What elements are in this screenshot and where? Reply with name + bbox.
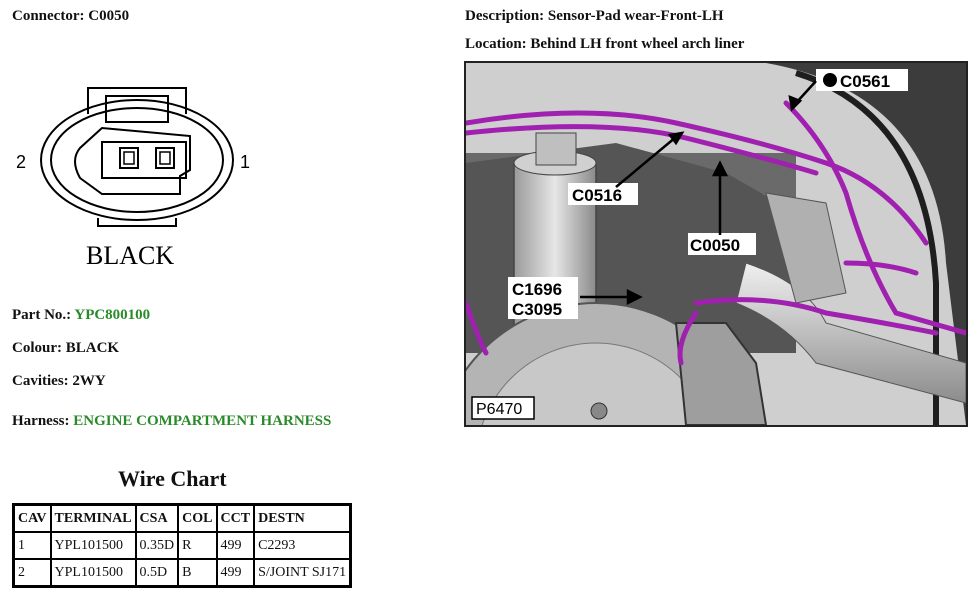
header-csa: CSA	[134, 503, 180, 533]
part-no: Part No.: YPC800100	[12, 307, 150, 324]
cell-terminal: YPL101500	[49, 558, 137, 588]
cavities-label: Cavities: 2WY	[12, 373, 106, 389]
table-row: 1 YPL101500 0.35D R 499 C2293	[12, 531, 352, 560]
table-row: 2 YPL101500 0.5D B 499 S/JOINT SJ171	[12, 558, 352, 588]
cell-cct: 499	[215, 531, 256, 560]
header-terminal: TERMINAL	[49, 503, 137, 533]
tag-c0561: C0561	[840, 72, 890, 91]
cell-cav: 1	[12, 531, 52, 560]
cell-csa: 0.35D	[134, 531, 180, 560]
tag-c0050: C0050	[690, 236, 740, 255]
header-cav: CAV	[12, 503, 52, 533]
header-destn: DESTN	[253, 503, 352, 533]
location-label: Location: Behind LH front wheel arch lin…	[465, 36, 745, 52]
tag-c0516: C0516	[572, 186, 622, 205]
harness: Harness: ENGINE COMPARTMENT HARNESS	[12, 413, 331, 430]
cell-col: R	[177, 531, 218, 560]
header-col: COL	[177, 503, 218, 533]
harness-label: Harness:	[12, 413, 70, 429]
part-no-value: YPC800100	[74, 307, 151, 323]
cell-destn: S/JOINT SJ171	[253, 558, 352, 588]
cell-cav: 2	[12, 558, 52, 588]
colour-label: Colour: BLACK	[12, 340, 120, 356]
diagram-color-text: BLACK	[86, 241, 174, 270]
cell-cct: 499	[215, 558, 256, 588]
tag-c3095: C3095	[512, 300, 562, 319]
wire-chart-table: CAV TERMINAL CSA COL CCT DESTN 1 YPL1015…	[12, 503, 353, 588]
photo-ref-number: P6470	[476, 401, 522, 418]
connector-diagram: 2 1 BLACK	[16, 87, 250, 270]
cell-csa: 0.5D	[134, 558, 180, 588]
pin-label-1: 1	[240, 152, 250, 172]
header-cct: CCT	[215, 503, 256, 533]
tag-c1696: C1696	[512, 280, 562, 299]
cell-col: B	[177, 558, 218, 588]
location-photo: C0561 C0516 C0050 C1696 C3095 P6470	[464, 61, 968, 427]
pin-label-2: 2	[16, 152, 26, 172]
connector-dot-icon	[823, 73, 837, 87]
part-no-label: Part No.:	[12, 307, 72, 323]
cell-destn: C2293	[253, 531, 352, 560]
connector-label: Connector: C0050	[12, 8, 130, 24]
cell-terminal: YPL101500	[49, 531, 137, 560]
wire-chart-title: Wire Chart	[118, 466, 227, 491]
harness-value: ENGINE COMPARTMENT HARNESS	[73, 413, 332, 429]
description-label: Description: Sensor-Pad wear-Front-LH	[465, 8, 724, 24]
table-header-row: CAV TERMINAL CSA COL CCT DESTN	[12, 503, 352, 533]
